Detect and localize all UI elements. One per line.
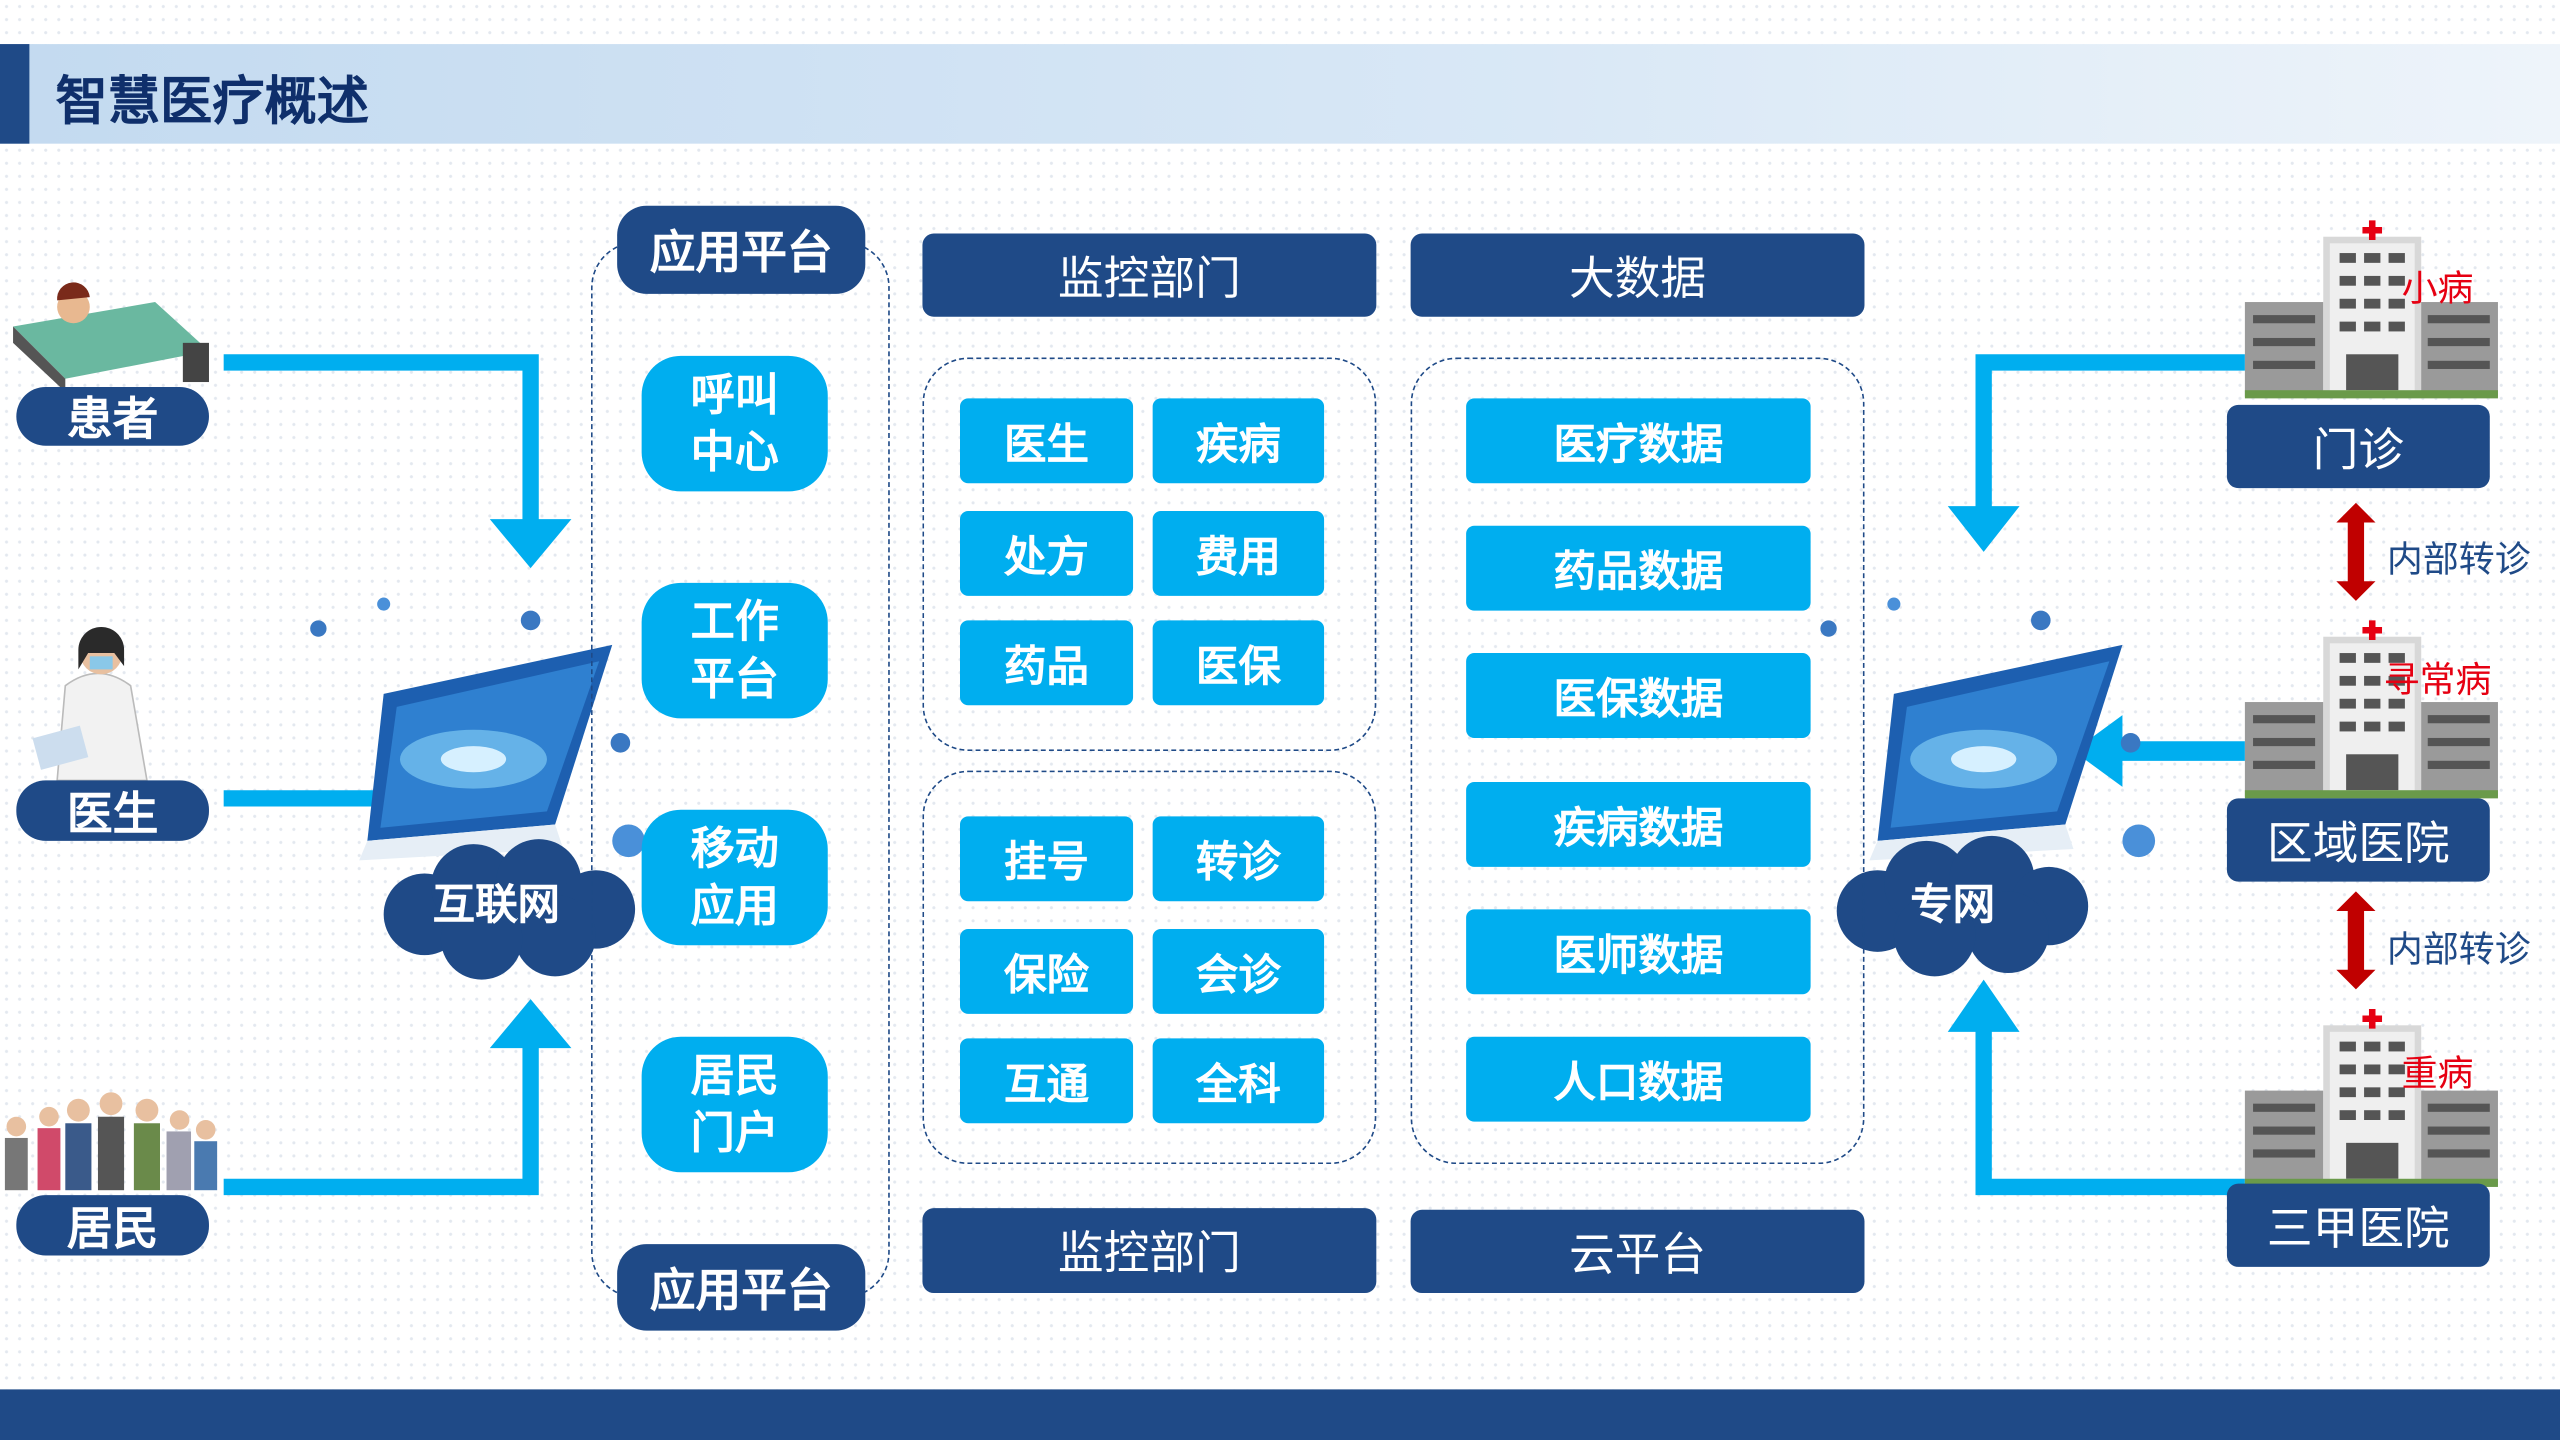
monitor-item-referral[interactable]: 转诊 [1152,816,1325,902]
monitor-item-coverage[interactable]: 保险 [959,928,1134,1014]
private-network-label: 专网 [1910,881,1996,931]
monitor-item-doctor[interactable]: 医生 [959,398,1134,484]
arrow-doctor-to-internet [223,764,445,833]
data-item-physician[interactable]: 医师数据 [1466,909,1811,995]
app-item-resident-portal[interactable]: 居民门户 [641,1036,828,1173]
monitor-item-drugs[interactable]: 药品 [959,620,1134,706]
internet-label: 互联网 [432,881,561,931]
app-platform-top-label: 应用平台 [617,205,866,294]
severity-label-minor: 小病 [2401,269,2474,311]
user-label-patient: 患者 [16,386,209,446]
app-platform-bottom-label: 应用平台 [617,1244,866,1331]
data-item-medical[interactable]: 医疗数据 [1466,398,1811,484]
referral-label: 内部转诊 [2386,930,2531,972]
data-item-population[interactable]: 人口数据 [1466,1036,1811,1122]
patient-in-bed-icon [13,282,209,392]
app-item-label: 工作平台 [690,596,779,705]
residents-group-icon [4,1092,218,1191]
app-item-label: 居民门户 [690,1050,779,1159]
hospital-building-icon [2244,1008,2498,1187]
arrow-patient-to-internet [223,354,572,569]
data-item-insurance[interactable]: 医保数据 [1466,653,1811,738]
app-item-work-platform[interactable]: 工作平台 [641,582,828,719]
big-data-frame [1410,357,1865,1165]
arrow-regional-to-private-net [2073,715,2245,787]
user-label-resident: 居民 [16,1195,209,1256]
hospital-label-regional: 区域医院 [2226,798,2490,882]
hospital-building-icon [2244,620,2498,799]
cloud-platform-footer: 云平台 [1410,1209,1865,1294]
right-arrows [1947,354,2245,1196]
data-item-drug[interactable]: 药品数据 [1466,525,1811,611]
arrow-clinic-to-private-net [1947,354,2245,552]
monitor-item-general[interactable]: 全科 [1152,1038,1325,1124]
monitoring-footer: 监控部门 [922,1208,1377,1294]
monitoring-header: 监控部门 [922,233,1377,317]
hospital-label-tertiary: 三甲医院 [2226,1183,2490,1267]
app-item-label: 移动应用 [690,823,779,932]
monitoring-group-2 [922,770,1377,1165]
app-item-call-center[interactable]: 呼叫中心 [641,355,828,492]
user-label-doctor: 医生 [16,780,209,841]
footer-band [0,1389,2560,1440]
arrow-resident-to-internet [223,999,572,1196]
header-band [0,44,2560,144]
referral-arrow-icon [2336,502,2376,601]
monitoring-group-1 [922,357,1377,752]
monitor-item-prescription[interactable]: 处方 [959,511,1134,596]
referral-arrow-icon [2336,891,2376,990]
app-item-mobile-app[interactable]: 移动应用 [641,809,828,946]
arrow-tertiary-to-private-net [1947,979,2245,1196]
severity-label-serious: 重病 [2401,1054,2474,1096]
referral-label: 内部转诊 [2386,540,2531,582]
monitor-item-disease[interactable]: 疾病 [1152,398,1325,484]
monitor-item-cost[interactable]: 费用 [1152,511,1325,596]
monitor-item-registration[interactable]: 挂号 [959,816,1134,902]
hospital-label-clinic: 门诊 [2226,404,2490,489]
page-title: 智慧医疗概述 [55,70,370,133]
app-item-label: 呼叫中心 [690,369,779,478]
monitor-item-insurance[interactable]: 医保 [1152,620,1325,706]
left-arrows [223,354,572,1196]
doctor-icon [32,626,148,782]
header-accent-bar [0,44,30,144]
severity-label-common: 寻常病 [2383,661,2492,703]
monitor-item-consultation[interactable]: 会诊 [1152,928,1325,1014]
monitor-item-interop[interactable]: 互通 [959,1038,1134,1124]
data-item-disease[interactable]: 疾病数据 [1466,782,1811,867]
big-data-header: 大数据 [1410,233,1865,317]
